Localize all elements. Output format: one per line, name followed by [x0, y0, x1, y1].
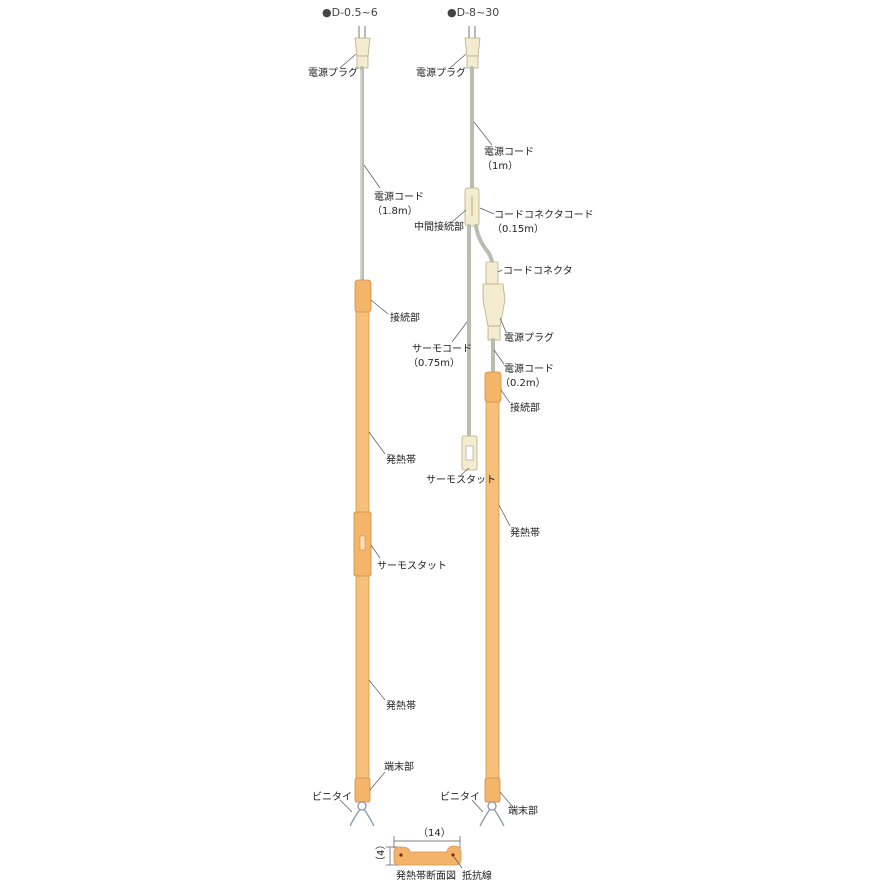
- cross-section-height: （4）: [375, 840, 387, 866]
- thermo-cord-label: サーモコード: [412, 343, 472, 355]
- left-end-label: 端末部: [384, 760, 414, 773]
- right-cord-length: （1m）: [482, 160, 518, 172]
- left-band-label-2: 発熱帯: [386, 699, 416, 712]
- right-vinyl-tie: [479, 801, 505, 827]
- right-end-label: 端末部: [508, 804, 538, 817]
- left-joint-label: 接続部: [390, 311, 420, 324]
- right-cord2-label: 電源コード: [504, 362, 554, 375]
- connector-cord-length: （0.15m）: [492, 223, 544, 235]
- right-plug-label: 電源プラグ: [416, 66, 466, 79]
- cross-section-caption: 発熱帯断面図: [396, 869, 456, 882]
- right-heating-band: [485, 373, 500, 803]
- right-end-part: [484, 777, 501, 803]
- left-power-plug: [354, 26, 371, 69]
- right-joint-label: 接続部: [510, 401, 540, 414]
- left-vinyl-tie: [349, 801, 375, 827]
- right-cord-label: 電源コード: [484, 145, 534, 158]
- connector-label: コードコネクタ: [503, 265, 573, 277]
- thermo-cord-thermostat: [461, 435, 478, 471]
- thermo-cord-length: （0.75m）: [408, 357, 460, 369]
- right-tie-label: ビニタイ: [440, 791, 480, 803]
- right-assembly: [449, 26, 513, 827]
- left-cord-label: 電源コード: [374, 190, 424, 203]
- left-end-part: [354, 777, 371, 803]
- left-cord-length: （1.8m）: [372, 205, 418, 217]
- right-model-title: ●D-8~30: [447, 6, 499, 19]
- cord-connector: [482, 261, 506, 341]
- right-power-plug: [464, 26, 481, 69]
- left-plug-label: 電源プラグ: [308, 66, 358, 79]
- cross-section-width: （14）: [418, 827, 451, 839]
- right-band-label: 発熱帯: [510, 526, 540, 539]
- left-thermostat-label: サーモスタット: [377, 560, 447, 572]
- resistance-wire-label: 抵抗線: [462, 869, 492, 882]
- left-tie-label: ビニタイ: [312, 791, 352, 803]
- connector-cord: [474, 224, 494, 266]
- left-model-title: ●D-0.5~6: [322, 6, 378, 19]
- left-assembly: [339, 26, 389, 827]
- cross-section-diagram: [386, 836, 463, 869]
- middle-joint-label: 中間接続部: [414, 220, 464, 233]
- connector-cord-label: コードコネクタコード: [494, 209, 594, 221]
- right-plug2-label: 電源プラグ: [504, 331, 554, 344]
- left-joint: [354, 279, 372, 313]
- right-thermostat-label: サーモスタット: [426, 474, 496, 486]
- right-joint: [484, 371, 502, 403]
- left-band-label-1: 発熱帯: [386, 453, 416, 466]
- right-cord2-length: （0.2m）: [500, 377, 546, 389]
